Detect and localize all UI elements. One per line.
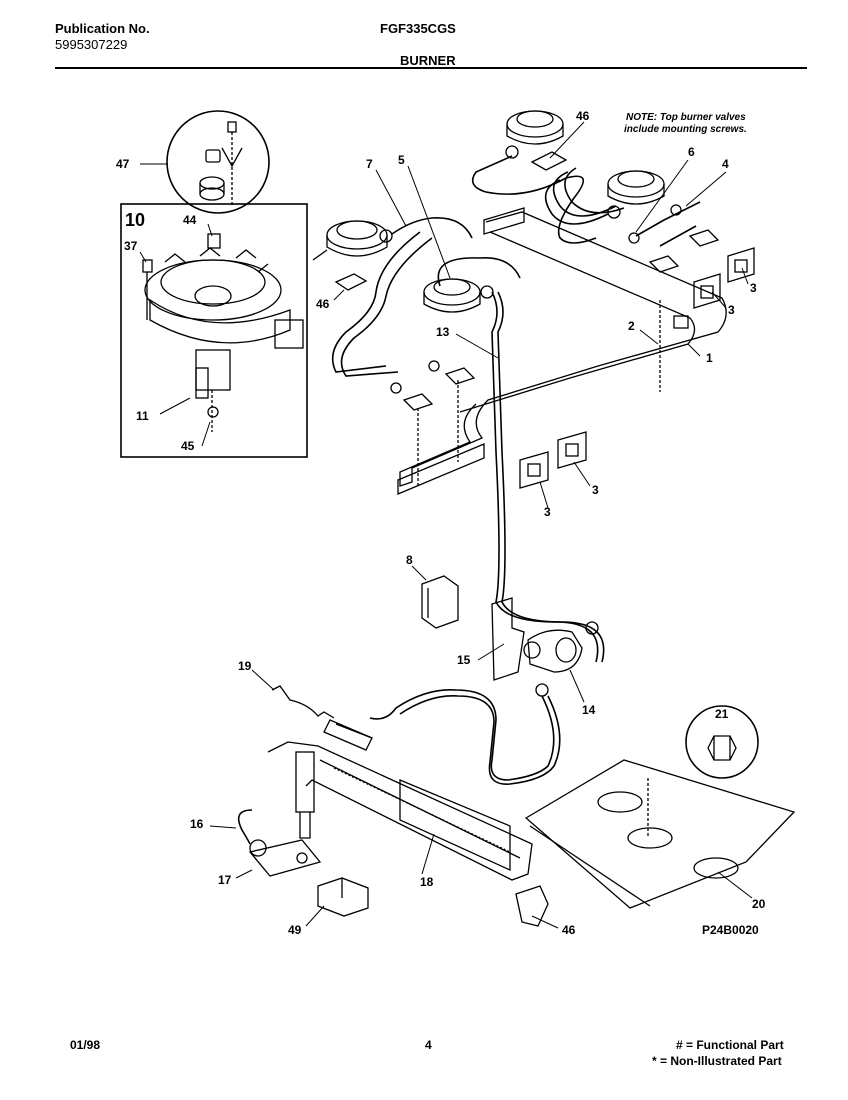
callout-10: 10 — [125, 210, 145, 230]
igniter-19-drawing — [271, 685, 373, 751]
part-17-drawing — [248, 839, 322, 877]
callout-3-d: 3 — [544, 505, 551, 519]
footer-page-number: 4 — [425, 1038, 432, 1052]
callout-17: 17 — [218, 873, 232, 887]
publication-label: Publication No. — [55, 21, 150, 36]
model-number: FGF335CGS — [380, 21, 456, 36]
callout-46-mid: 46 — [316, 297, 330, 311]
legend-non-illustrated-part: * = Non-Illustrated Part — [652, 1054, 782, 1068]
bake-burner-18-drawing — [267, 741, 533, 881]
legend-functional-part: # = Functional Part — [676, 1038, 784, 1052]
header-rule — [55, 67, 807, 69]
callout-46-bottom: 46 — [562, 923, 576, 937]
nut-21-drawing — [707, 735, 737, 761]
leader-lines — [139, 121, 753, 929]
callout-44: 44 — [183, 213, 197, 227]
caps-3-drawing — [519, 247, 755, 489]
callout-7: 7 — [366, 157, 373, 171]
bracket-46-mid-drawing — [334, 273, 368, 291]
baffle-20-drawing — [524, 759, 796, 909]
callout-3-c: 3 — [592, 483, 599, 497]
burner-center-drawing — [423, 278, 494, 313]
section-title: BURNER — [400, 53, 456, 68]
callout-20: 20 — [752, 897, 766, 911]
inset-47-circle — [166, 110, 270, 214]
oven-gas-tubing — [237, 689, 561, 845]
inset-frame — [120, 203, 308, 458]
screw-47-drawing — [199, 121, 243, 205]
manifold-frame-drawing — [397, 207, 727, 495]
callout-11: 11 — [136, 409, 149, 423]
valve-14-drawing — [523, 621, 599, 697]
callout-4: 4 — [722, 157, 729, 171]
callout-8: 8 — [406, 553, 413, 567]
callout-1: 1 — [706, 351, 713, 365]
diagram-code: P24B0020 — [702, 923, 759, 937]
burner-left-drawing — [312, 220, 393, 261]
part-8-drawing — [421, 575, 459, 629]
callout-21: 21 — [715, 707, 729, 721]
callout-19: 19 — [238, 659, 252, 673]
publication-number: 5995307229 — [55, 37, 128, 52]
note-line-1: NOTE: Top burner valves — [626, 112, 746, 123]
callout-13: 13 — [436, 325, 450, 339]
callout-14: 14 — [582, 703, 596, 717]
burner-back-left-drawing — [505, 110, 564, 159]
bracket-49-drawing — [317, 877, 369, 917]
callout-47: 47 — [116, 157, 130, 171]
gas-tubing-upper — [331, 155, 701, 663]
callout-37: 37 — [124, 239, 138, 253]
footer-date: 01/98 — [70, 1038, 101, 1052]
bracket-46-top-drawing — [530, 151, 568, 171]
callout-18: 18 — [420, 875, 434, 889]
bracket-46-bottom-drawing — [515, 885, 549, 927]
callout-45: 45 — [181, 439, 195, 453]
callout-6: 6 — [688, 145, 695, 159]
callout-49: 49 — [288, 923, 302, 937]
callout-15: 15 — [457, 653, 471, 667]
callout-3-b: 3 — [728, 303, 735, 317]
valve-drawings — [390, 204, 720, 486]
burner-back-right-drawing — [607, 170, 665, 219]
callout-2: 2 — [628, 319, 635, 333]
callout-3-a: 3 — [750, 281, 757, 295]
callout-5: 5 — [398, 153, 405, 167]
inset-21-circle — [685, 705, 759, 779]
bracket-15-drawing — [491, 597, 525, 681]
burner-base-10-drawing — [142, 233, 304, 432]
note-line-2: include mounting screws. — [624, 124, 747, 135]
callout-16: 16 — [190, 817, 204, 831]
callout-46-top: 46 — [576, 109, 590, 123]
